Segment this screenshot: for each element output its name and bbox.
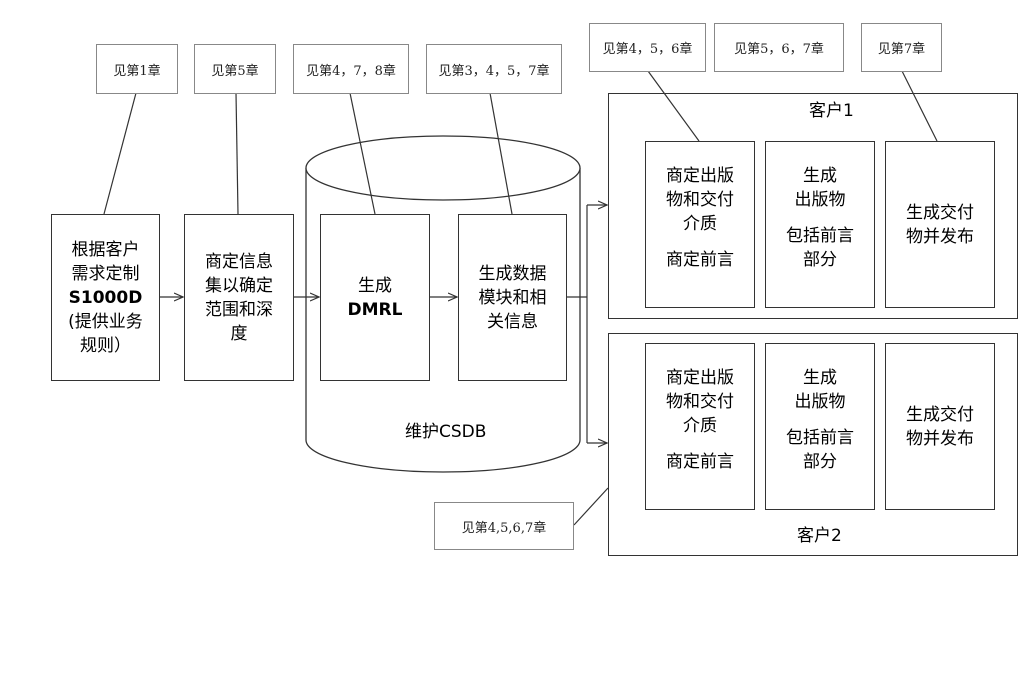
customer-1-generate-deliverable-text: 生成交付 物并发布	[906, 202, 974, 247]
step-generate-dmrl: 生成 DMRL	[320, 214, 430, 381]
customer-1-generate-publication: 生成 出版物 包括前言 部分	[765, 141, 875, 308]
note-chapter-4-7-8: 见第4，7，8章	[293, 44, 409, 94]
customer-2-generate-publication: 生成 出版物 包括前言 部分	[765, 343, 875, 510]
customer-1-label: 客户1	[809, 101, 854, 121]
note-chapter-4-5-6-7: 见第4,5,6,7章	[434, 502, 574, 550]
note-chapter-5: 见第5章	[194, 44, 276, 94]
step-generate-dmrl-line1: 生成	[358, 275, 392, 296]
customer-1-frame	[608, 93, 1018, 319]
step-generate-data-modules: 生成数据 模块和相 关信息	[458, 214, 567, 381]
customer-2-agree-publication-bottom: 商定前言	[666, 452, 734, 472]
step-generate-data-modules-text: 生成数据 模块和相 关信息	[478, 263, 547, 332]
customer-1-generate-deliverable: 生成交付 物并发布	[885, 141, 995, 308]
leader-line-ch456	[647, 70, 700, 142]
leader-line-ch4567	[573, 487, 609, 526]
note-chapter-5-6-7: 见第5，6，7章	[714, 23, 844, 72]
note-chapter-4-5-6: 见第4，5，6章	[589, 23, 706, 72]
leader-line-ch478	[349, 92, 376, 215]
step-customize-line3: (提供业务 规则）	[68, 311, 143, 356]
customer-2-generate-deliverable: 生成交付 物并发布	[885, 343, 995, 510]
customer-2-label: 客户2	[797, 526, 842, 546]
step-customize-line1: 根据客户 需求定制	[71, 239, 140, 284]
customer-1-agree-publication: 商定出版 物和交付 介质 商定前言	[645, 141, 755, 308]
step-customize-line2: S1000D	[68, 287, 143, 308]
customer-1-agree-publication-top: 商定出版 物和交付 介质	[666, 166, 734, 234]
customer-2-generate-deliverable-text: 生成交付 物并发布	[906, 404, 974, 449]
step-agree-scope-text: 商定信息 集以确定 范围和深 度	[205, 251, 273, 344]
customer-1-generate-publication-bottom: 包括前言 部分	[786, 226, 854, 270]
note-chapter-7: 见第7章	[861, 23, 942, 72]
step-customize-s1000d: 根据客户 需求定制 S1000D (提供业务 规则）	[51, 214, 160, 381]
customer-2-frame	[608, 333, 1018, 556]
csdb-label: 维护CSDB	[405, 422, 487, 442]
leader-line-ch3457	[489, 92, 513, 215]
customer-1-agree-publication-bottom: 商定前言	[666, 250, 734, 270]
note-chapter-1: 见第1章	[96, 44, 178, 94]
step-generate-dmrl-line2: DMRL	[347, 299, 403, 320]
customer-2-agree-publication-top: 商定出版 物和交付 介质	[666, 368, 734, 436]
leader-line-ch7	[901, 70, 938, 142]
note-chapter-3-4-5-7: 见第3，4，5，7章	[426, 44, 562, 94]
customer-2-agree-publication: 商定出版 物和交付 介质 商定前言	[645, 343, 755, 510]
customer-2-generate-publication-top: 生成 出版物	[794, 368, 846, 412]
step-agree-scope: 商定信息 集以确定 范围和深 度	[184, 214, 294, 381]
customer-2-generate-publication-bottom: 包括前言 部分	[786, 428, 854, 472]
customer-1-generate-publication-top: 生成 出版物	[794, 166, 846, 210]
leader-line-ch5	[235, 92, 239, 215]
leader-line-ch1	[103, 92, 137, 215]
